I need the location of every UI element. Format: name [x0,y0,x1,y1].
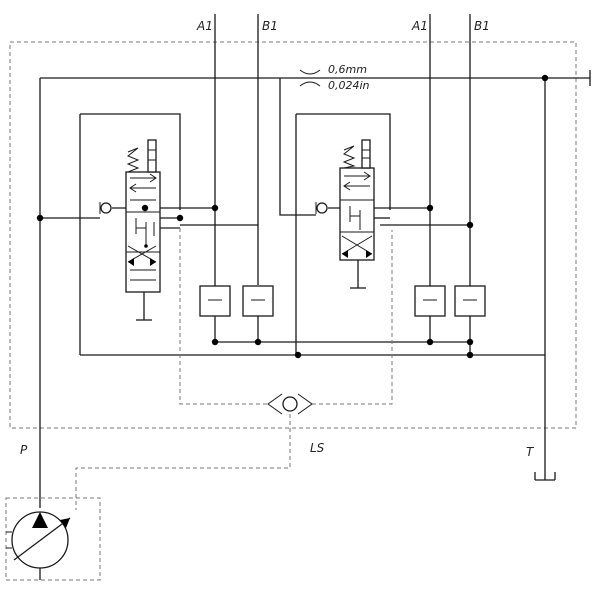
valve-section-right [279,14,486,355]
load-sense-pilot-lines [75,228,393,510]
directional-valve-icon [125,171,161,293]
check-valve-icon [315,202,328,214]
pump-icon [6,511,71,580]
tank-label: T [526,445,535,459]
pressure-label: P [20,443,28,457]
port-b-right-label: B1 [474,19,490,33]
pump-unit-boundary [5,497,101,581]
directional-valve-icon [339,167,375,261]
junction-dots [36,74,549,359]
load-sense-label: LS [310,441,325,455]
valve-block-boundary [9,41,577,429]
pressure-line [39,70,591,508]
orifice-icon [299,69,321,87]
orifice-mm-label: 0,6mm [328,63,367,76]
check-valve-icon [99,202,112,214]
port-a-right-label: A1 [411,19,428,33]
orifice-in-label: 0,024in [328,79,370,92]
port-a-left-label: A1 [196,19,213,33]
spring-icon [342,145,356,169]
shuttle-icon [267,393,313,415]
spring-icon [126,147,140,173]
valve-section-left [40,14,274,355]
port-b-left-label: B1 [262,19,278,33]
